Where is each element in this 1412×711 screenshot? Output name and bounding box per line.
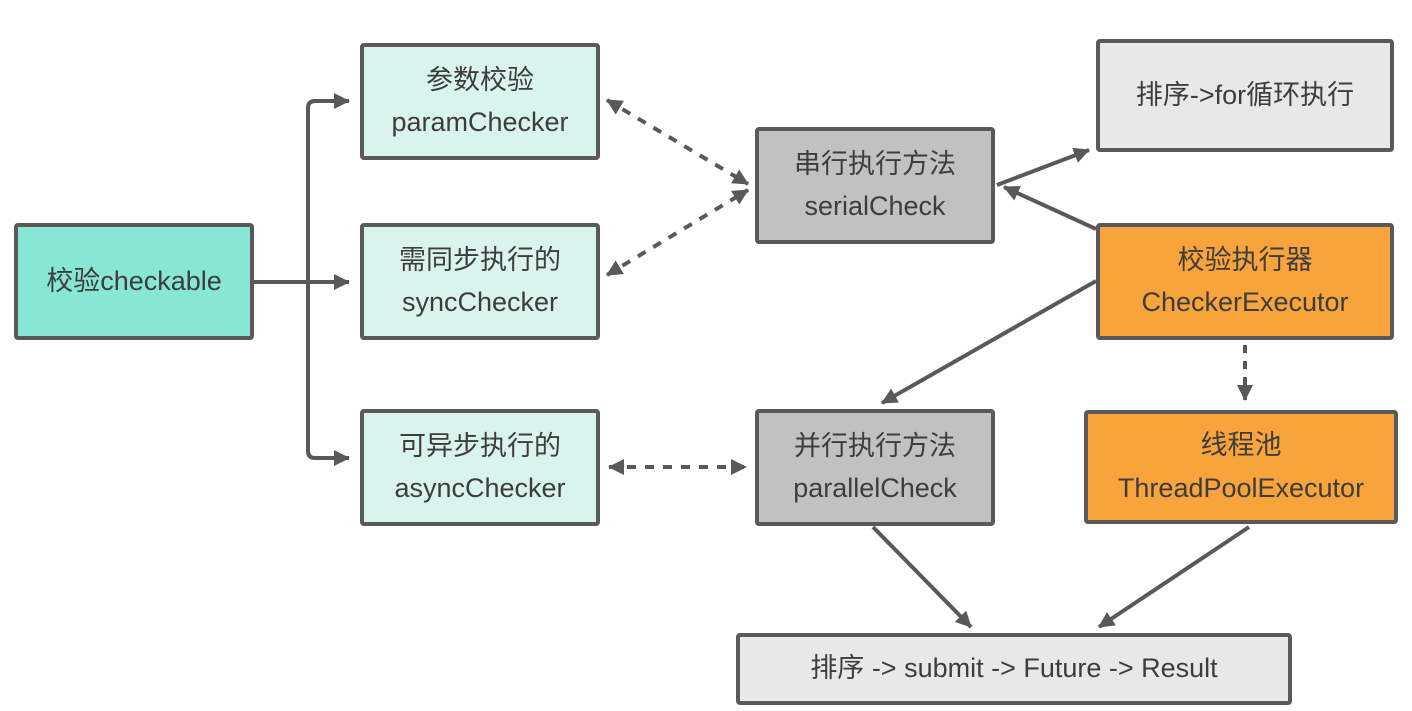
node-checker-executor-label-en: CheckerExecutor <box>1141 287 1349 317</box>
node-serial-check: 串行执行方法 serialCheck <box>755 127 995 244</box>
node-for-loop-label: 排序->for循环执行 <box>1135 79 1355 110</box>
node-async-checker: 可异步执行的 asyncChecker <box>360 409 600 526</box>
node-sync-checker-label-en: syncChecker <box>401 287 559 317</box>
edge-checkable-async-checker <box>306 282 350 466</box>
node-checkable-label: 校验checkable <box>46 265 222 296</box>
node-async-checker-label-en: asyncChecker <box>394 473 566 503</box>
edge-checker-executor-parallel-check <box>881 279 1097 405</box>
node-checkable: 校验checkable <box>14 223 254 340</box>
edge-serial-check-for-loop <box>996 147 1090 187</box>
node-async-checker-label-cn: 可异步执行的 <box>399 430 561 461</box>
edge-parallel-check-result <box>871 525 973 629</box>
edge-sync-checker-serial-check <box>605 188 750 277</box>
node-serial-check-label-en: serialCheck <box>804 191 946 221</box>
node-result-label: 排序 -> submit -> Future -> Result <box>810 653 1218 684</box>
node-param-checker-label-en: paramChecker <box>391 107 569 137</box>
node-for-loop: 排序->for循环执行 <box>1096 39 1394 152</box>
node-checker-executor: 校验执行器 CheckerExecutor <box>1096 223 1394 340</box>
node-parallel-check-label-en: parallelCheck <box>793 473 957 503</box>
node-parallel-check-label-cn: 并行执行方法 <box>794 430 956 461</box>
node-param-checker: 参数校验 paramChecker <box>360 43 600 160</box>
edge-thread-pool-result <box>1097 525 1251 629</box>
edge-checker-executor-serial-check <box>1003 185 1097 231</box>
node-result: 排序 -> submit -> Future -> Result <box>736 633 1292 705</box>
node-param-checker-label-cn: 参数校验 <box>426 64 534 95</box>
node-checker-executor-label-cn: 校验执行器 <box>1177 244 1313 275</box>
node-thread-pool-label-en: ThreadPoolExecutor <box>1117 472 1365 503</box>
node-sync-checker: 需同步执行的 syncChecker <box>360 223 600 340</box>
node-thread-pool-label-cn: 线程池 <box>1200 430 1282 461</box>
node-sync-checker-label-cn: 需同步执行的 <box>399 244 561 275</box>
edge-checkable-param-checker <box>306 93 350 282</box>
node-serial-check-label-cn: 串行执行方法 <box>794 148 956 179</box>
edge-param-checker-serial-check <box>605 98 750 186</box>
node-parallel-check: 并行执行方法 parallelCheck <box>755 409 995 526</box>
node-thread-pool: 线程池 ThreadPoolExecutor <box>1084 410 1398 524</box>
